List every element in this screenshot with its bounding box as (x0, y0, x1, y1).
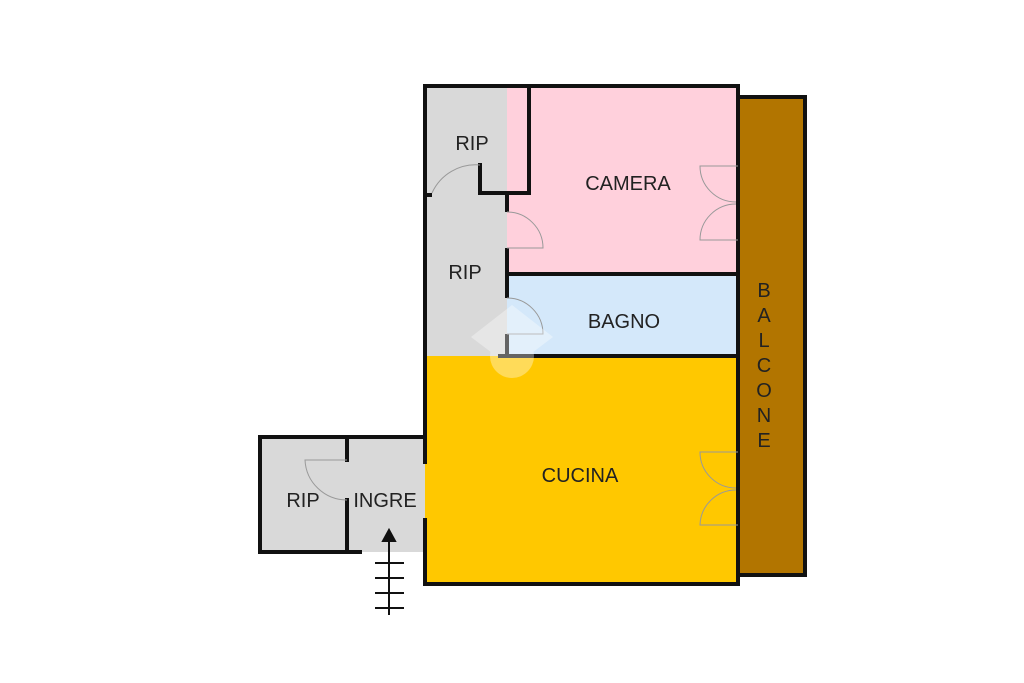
label-ingresso: INGRE (353, 490, 416, 512)
label-rip-middle: RIP (448, 262, 481, 284)
room-camera (507, 86, 738, 274)
room-ingresso (347, 437, 425, 552)
room-balcone (738, 97, 805, 575)
walls (258, 84, 807, 586)
room-bagno (507, 274, 738, 356)
watermark-logo (471, 305, 553, 378)
label-camera: CAMERA (585, 173, 671, 195)
label-cucina: CUCINA (542, 465, 619, 487)
label-balcone: BALCONE (753, 280, 775, 455)
room-rip-left (260, 437, 347, 552)
room-cucina (425, 356, 738, 584)
room-rip-middle (425, 195, 507, 356)
label-rip-top: RIP (455, 133, 488, 155)
entrance-stairs-icon (375, 527, 404, 615)
label-bagno: BAGNO (588, 311, 660, 333)
label-rip-left: RIP (286, 490, 319, 512)
door-swings (304, 164, 738, 526)
